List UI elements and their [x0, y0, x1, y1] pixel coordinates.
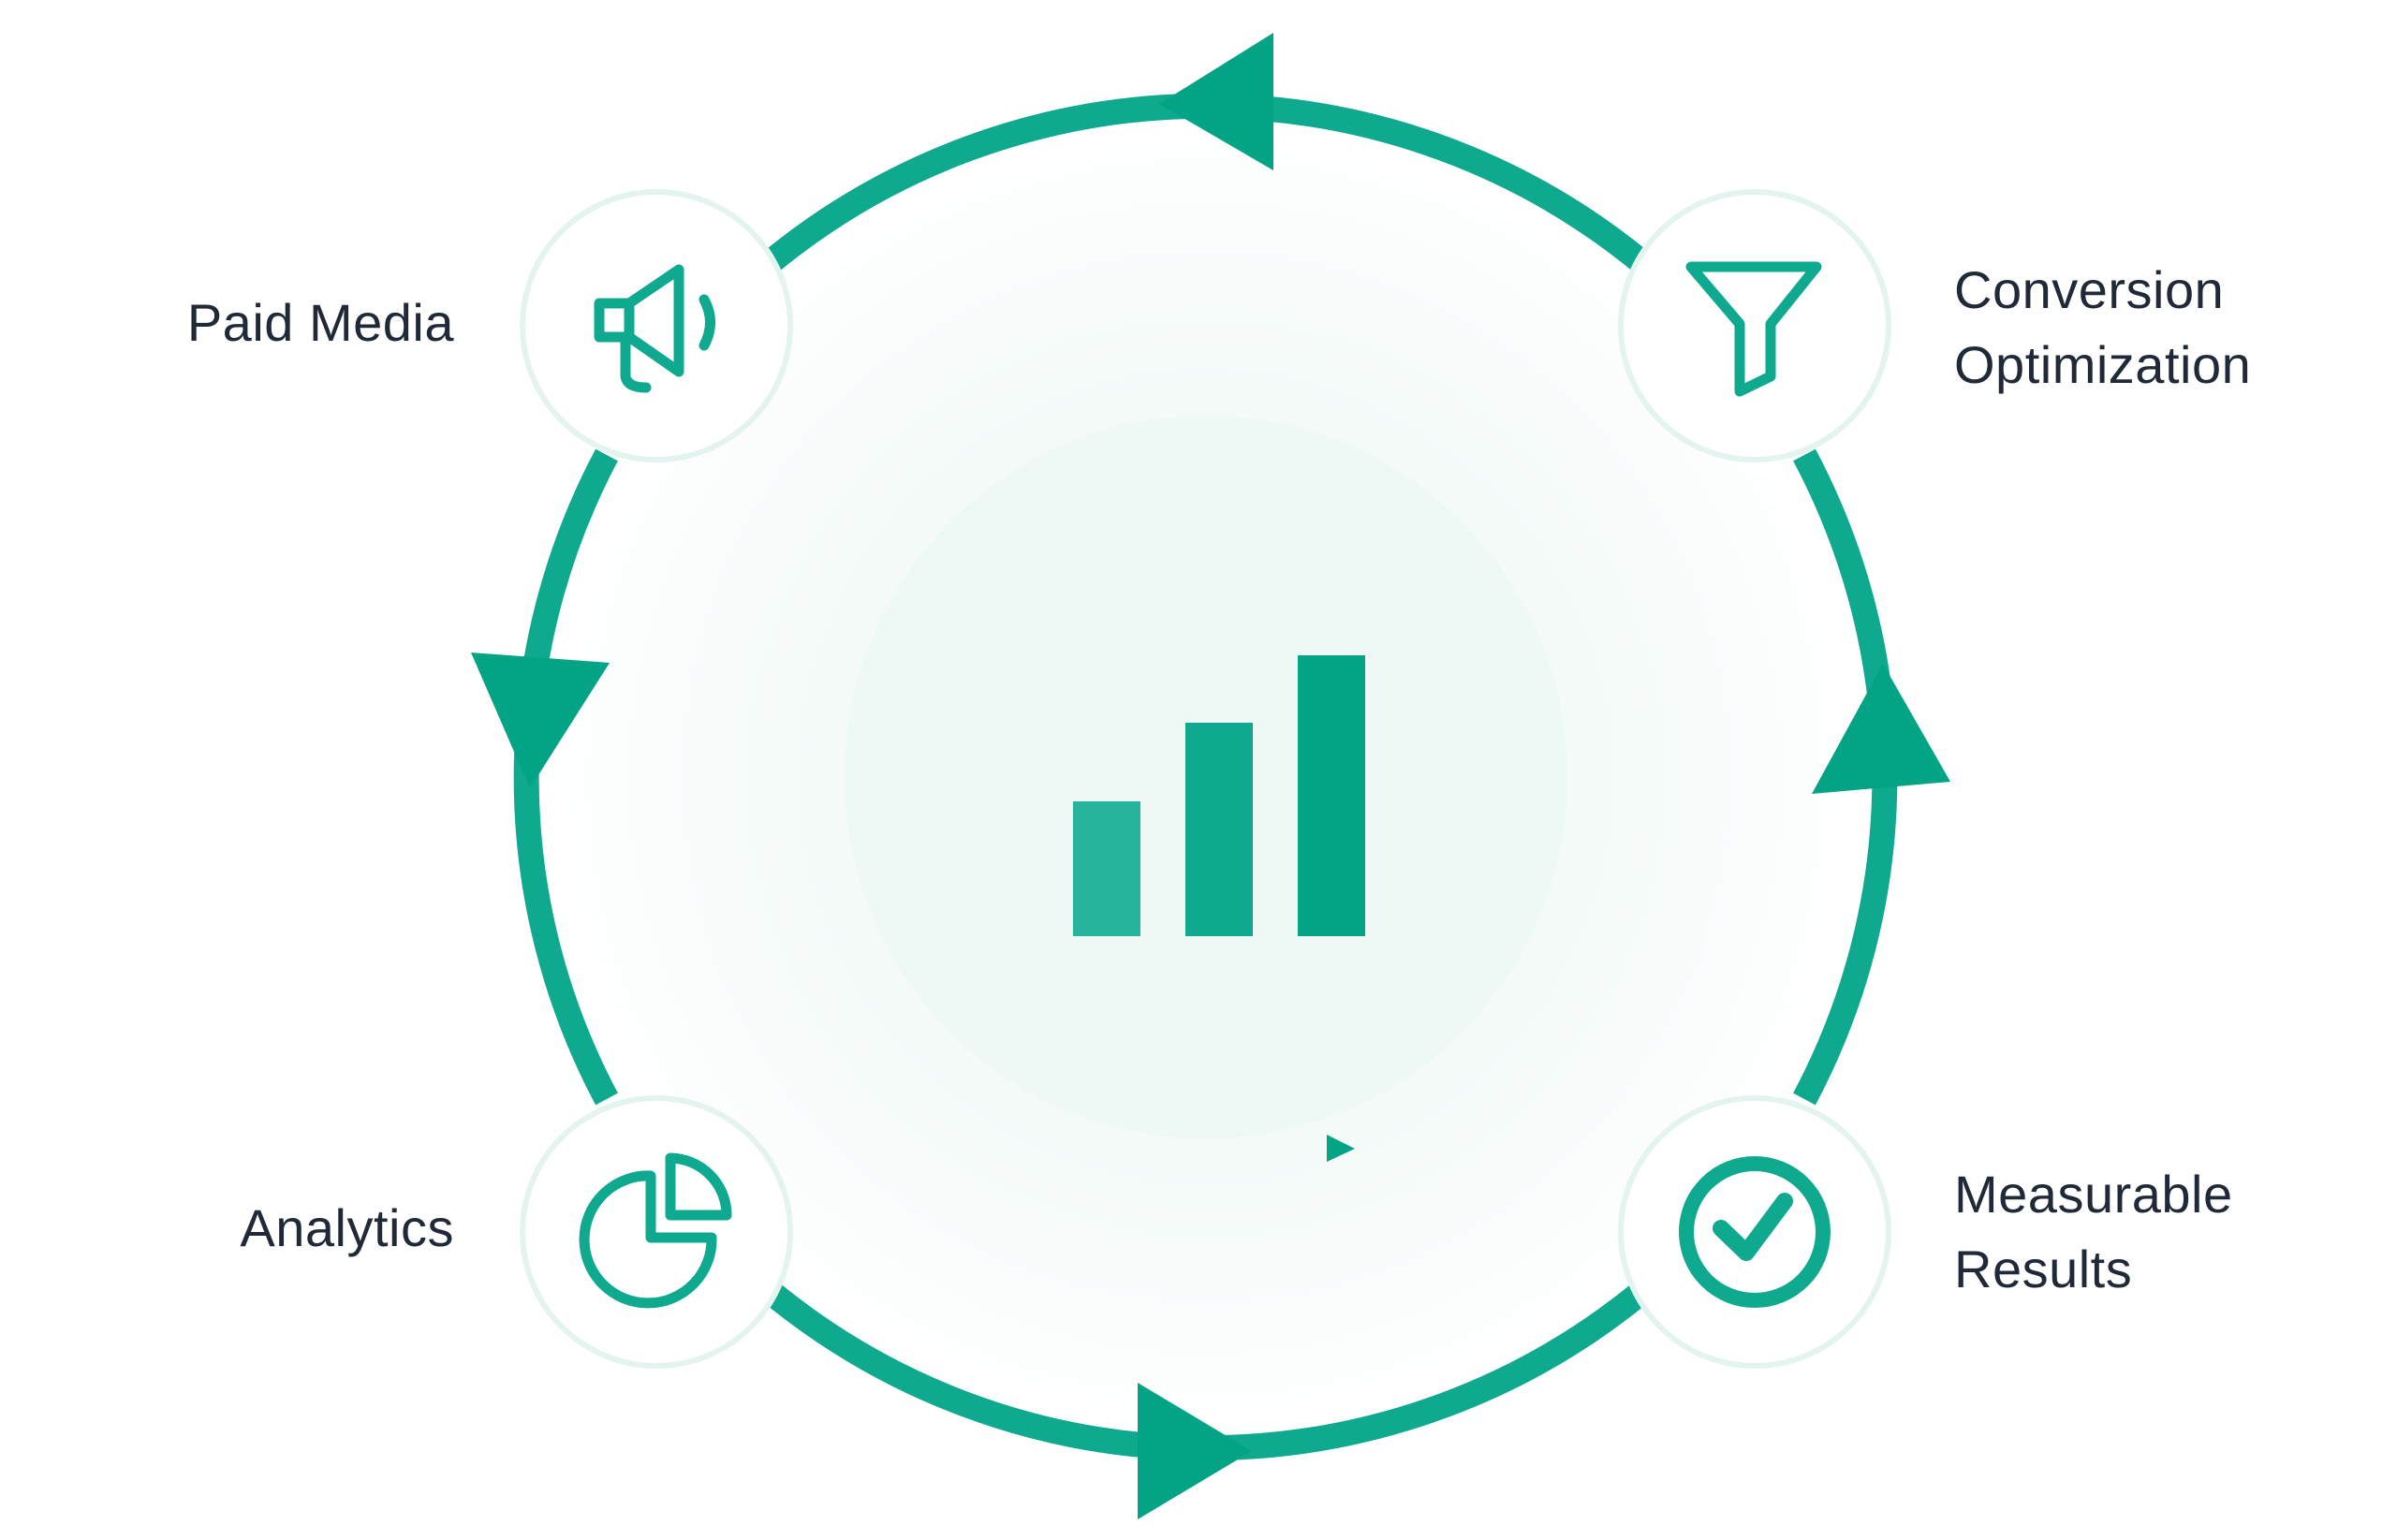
bar-chart-icon [1073, 655, 1365, 936]
arrow-bottom [1138, 1383, 1252, 1519]
node-conversion-optimization[interactable] [1618, 189, 1891, 462]
label-line: Results [1954, 1239, 2133, 1298]
label-line: Conversion [1954, 260, 2225, 319]
node-analytics[interactable] [520, 1095, 793, 1369]
center-bar [1073, 801, 1140, 936]
label-measurable-results: Measurable Results [1954, 1157, 2233, 1307]
center-bar [1298, 655, 1365, 936]
label-conversion-optimization: Conversion Optimization [1954, 253, 2251, 403]
label-line: Measurable [1954, 1165, 2233, 1224]
label-line: Analytics [240, 1198, 454, 1257]
pie-chart-icon [579, 1152, 732, 1309]
arrow-small [1327, 1135, 1355, 1162]
arrow-right [1812, 664, 1950, 794]
arrow-top [1159, 33, 1273, 170]
node-paid-media[interactable] [520, 189, 793, 462]
center-bar [1185, 723, 1253, 936]
funnel-icon [1685, 261, 1822, 397]
megaphone-icon [594, 264, 715, 393]
arrowheads [471, 33, 1950, 1519]
label-line: Optimization [1954, 335, 2252, 394]
label-paid-media: Paid Media [187, 286, 454, 360]
check-circle-icon [1679, 1156, 1831, 1308]
label-analytics: Analytics [240, 1191, 454, 1266]
label-line: Paid Media [186, 293, 454, 352]
arrow-left [471, 653, 610, 788]
